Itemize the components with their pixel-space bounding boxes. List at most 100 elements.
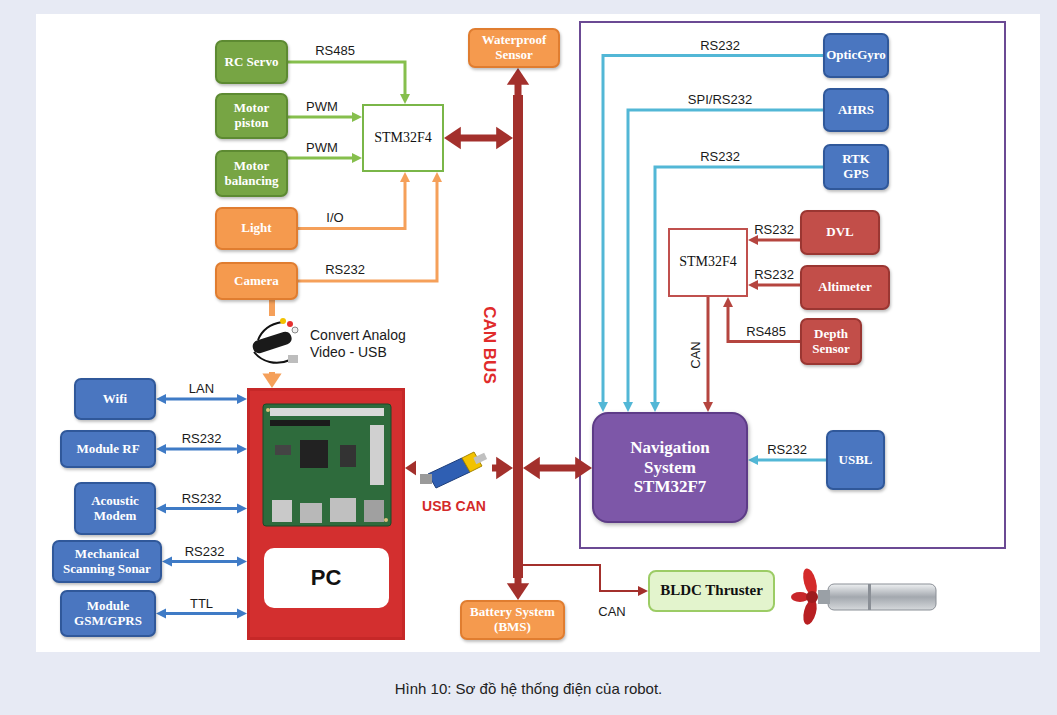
connector-line bbox=[757, 239, 801, 242]
signal-connector bbox=[298, 172, 410, 229]
node-text: Camera bbox=[234, 274, 279, 289]
signal-connector bbox=[507, 578, 529, 600]
signal-label: RS232 bbox=[754, 222, 794, 237]
thruster-photo bbox=[828, 584, 936, 610]
node-text: Battery System (BMS) bbox=[466, 605, 559, 635]
arrow-head bbox=[444, 127, 461, 149]
arrow-head bbox=[703, 402, 713, 412]
controller-box: STM32F4 bbox=[362, 104, 444, 172]
arrow-head bbox=[507, 583, 529, 600]
figure-panel bbox=[36, 14, 1040, 652]
video-converter-icon bbox=[244, 316, 302, 372]
node-text: Light bbox=[241, 221, 271, 236]
sensor-box: RTK GPS bbox=[823, 144, 889, 190]
signal-label: RS232 bbox=[754, 267, 794, 282]
signal-label: CAN bbox=[688, 341, 703, 368]
signal-connector bbox=[703, 297, 713, 412]
connector-line bbox=[165, 398, 239, 401]
sensor-box: OpticGyro bbox=[823, 33, 889, 78]
arrow-head bbox=[237, 504, 247, 514]
signal-connector bbox=[507, 68, 529, 95]
device-box: Light bbox=[215, 207, 298, 250]
navigation-box: Navigation System STM32F7 bbox=[592, 412, 748, 523]
node-text: BLDC Thruster bbox=[660, 582, 763, 599]
arrow-head bbox=[496, 457, 513, 479]
node-text: Acoustic Modem bbox=[80, 494, 150, 524]
signal-label: TTL bbox=[190, 595, 213, 610]
signal-label: RS232 bbox=[182, 431, 222, 446]
signal-connector bbox=[523, 565, 648, 596]
node-text: Mechanical Scanning Sonar bbox=[58, 547, 156, 577]
connector-line bbox=[171, 560, 239, 563]
connector-line bbox=[757, 459, 827, 462]
signal-connector bbox=[748, 280, 800, 290]
sensor-box: AHRS bbox=[823, 88, 889, 132]
arrow-head bbox=[237, 394, 247, 404]
connector-line bbox=[165, 612, 239, 615]
computer-board bbox=[340, 445, 356, 467]
node-text: OpticGyro bbox=[826, 48, 886, 63]
module-box: Wifi bbox=[74, 378, 156, 420]
signal-connector bbox=[444, 127, 513, 149]
node-text: AHRS bbox=[838, 103, 874, 118]
arrow-head bbox=[432, 172, 442, 182]
computer-box: PC bbox=[247, 388, 405, 640]
signal-label: RS485 bbox=[315, 43, 355, 58]
node-text: DVL bbox=[826, 225, 853, 240]
arrow-head bbox=[262, 374, 281, 388]
connector-line bbox=[288, 157, 354, 160]
connector-line bbox=[728, 306, 800, 342]
arrow-head bbox=[638, 586, 648, 596]
node-text: USBL bbox=[839, 453, 873, 468]
signal-connector bbox=[748, 235, 800, 245]
signal-label: Convert Analog Video - USB bbox=[310, 327, 428, 361]
arrow-head bbox=[748, 280, 758, 290]
battery-box: Battery System (BMS) bbox=[460, 600, 565, 640]
arrow-head bbox=[650, 402, 660, 412]
video-converter-icon bbox=[244, 316, 302, 372]
computer-board bbox=[384, 518, 388, 522]
computer-board bbox=[266, 408, 270, 412]
signal-label: RS232 bbox=[700, 149, 740, 164]
node-text: RTK GPS bbox=[829, 152, 883, 182]
connector-line bbox=[515, 83, 522, 95]
arrow-head bbox=[623, 402, 633, 412]
signal-label: USB CAN bbox=[422, 498, 486, 514]
signal-connector bbox=[156, 609, 247, 619]
thruster-photo bbox=[782, 566, 940, 626]
connector-line bbox=[288, 116, 354, 119]
node-text: RC Servo bbox=[225, 55, 279, 70]
module-box: Module GSM/GPRS bbox=[60, 590, 156, 637]
signal-label: SPI/RS232 bbox=[688, 92, 752, 107]
sensor-box: DVL bbox=[800, 210, 880, 255]
connector-line bbox=[165, 448, 239, 451]
arrow-head bbox=[352, 153, 362, 163]
signal-connector bbox=[723, 297, 800, 342]
usb-can-icon bbox=[416, 447, 492, 488]
signal-connector bbox=[623, 110, 823, 412]
node-text: Navigation System STM32F7 bbox=[618, 438, 722, 497]
signal-label: RS232 bbox=[185, 543, 225, 558]
node-text: Motor piston bbox=[221, 101, 282, 131]
thruster-photo bbox=[868, 584, 871, 610]
arrow-head bbox=[575, 457, 592, 479]
signal-label: CAN bbox=[598, 604, 625, 619]
node-text: Altimeter bbox=[818, 280, 871, 295]
actuator-box: Motor balancing bbox=[215, 150, 288, 197]
signal-connector bbox=[156, 394, 247, 404]
usb-can-icon bbox=[473, 453, 487, 464]
connector-line bbox=[628, 110, 823, 404]
thruster-photo bbox=[782, 566, 940, 626]
connector-line bbox=[757, 284, 801, 287]
connector-line bbox=[298, 181, 405, 229]
actuator-box: Motor piston bbox=[215, 93, 288, 139]
signal-label: PWM bbox=[306, 140, 338, 155]
thruster-box: BLDC Thruster bbox=[648, 570, 775, 612]
computer-board bbox=[263, 404, 391, 526]
connector-line bbox=[655, 167, 823, 404]
node-text: Waterproof Sensor bbox=[474, 33, 554, 63]
node-text: Module RF bbox=[76, 442, 139, 457]
arrow-head bbox=[237, 557, 247, 567]
sensor-box: Depth Sensor bbox=[800, 318, 862, 365]
signal-connector bbox=[523, 457, 592, 479]
